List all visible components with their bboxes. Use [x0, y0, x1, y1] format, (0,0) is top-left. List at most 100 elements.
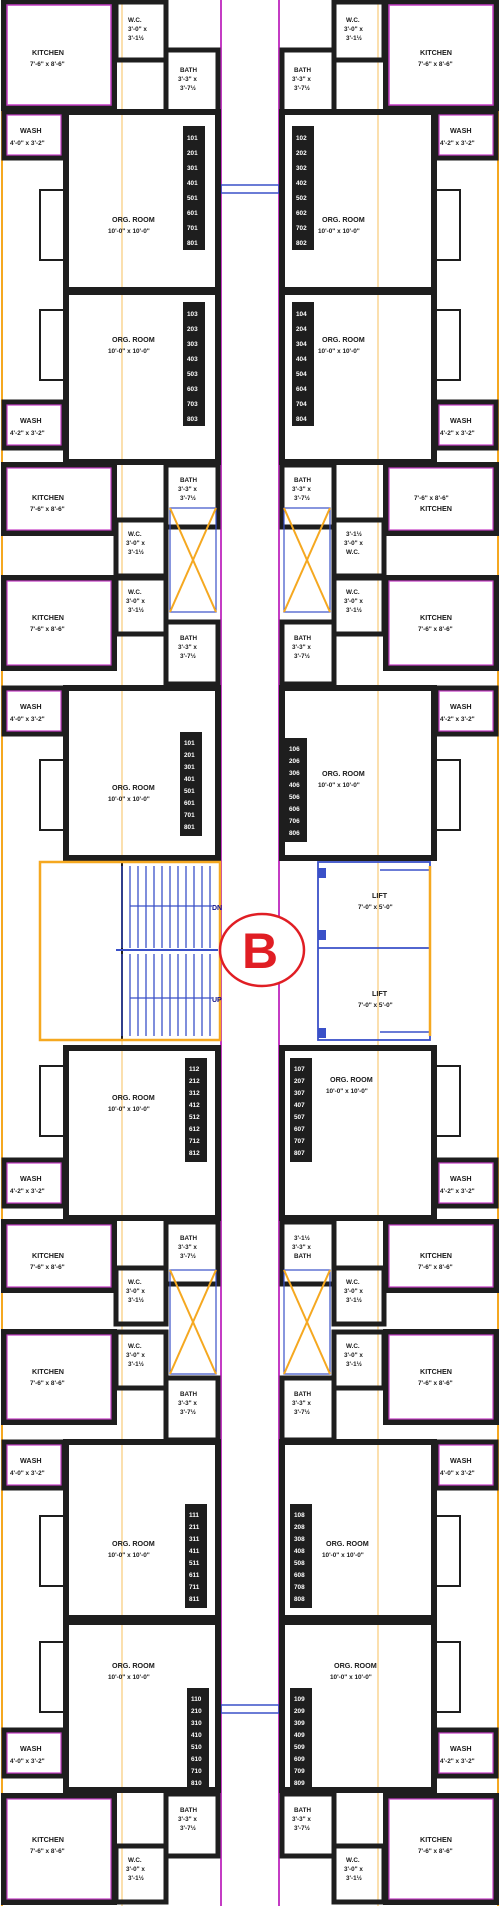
svg-text:112: 112: [189, 1066, 200, 1073]
lift-core: LIFT 7'-0" x 5'-0" LIFT 7'-0" x 5'-0": [317, 861, 432, 1041]
svg-text:KITCHEN: KITCHEN: [420, 1367, 452, 1376]
svg-text:WASH: WASH: [20, 1174, 42, 1183]
svg-text:BATH: BATH: [180, 635, 197, 642]
svg-text:3'-0" x: 3'-0" x: [126, 598, 145, 605]
svg-text:508: 508: [294, 1560, 305, 1567]
stair-up-label: UP: [212, 997, 222, 1004]
bath-dim: 3'-3" x: [178, 76, 197, 83]
svg-text:3'-1½: 3'-1½: [346, 606, 362, 614]
wc-dim: 3'-0" x: [128, 26, 147, 33]
left-org-room-r4: ORG. ROOM 10'-0" x 10'-0" 112 212 312 41…: [39, 1045, 221, 1221]
svg-text:W.C.: W.C.: [128, 1857, 142, 1864]
svg-text:ORG. ROOM: ORG. ROOM: [322, 215, 365, 224]
svg-text:WASH: WASH: [450, 1744, 472, 1753]
left-wc-r3b: W.C. 3'-0" x 3'-1½: [113, 575, 169, 637]
svg-text:304: 304: [296, 341, 307, 348]
svg-text:802: 802: [296, 240, 307, 247]
svg-text:4'-0" x 3'-2": 4'-0" x 3'-2": [10, 716, 45, 723]
right-wc-r3b: W.C. 3'-0" x 3'-1½: [331, 575, 387, 637]
svg-text:702: 702: [296, 225, 307, 232]
svg-text:204: 204: [296, 326, 307, 333]
bath-dim2: 3'-7½: [180, 84, 196, 92]
svg-text:W.C.: W.C.: [346, 589, 360, 596]
left-wc-r4b: W.C. 3'-0" x 3'-1½: [113, 1329, 169, 1391]
svg-text:10'-0" x 10'-0": 10'-0" x 10'-0": [322, 1552, 364, 1559]
svg-text:3'-0" x: 3'-0" x: [344, 1288, 363, 1295]
wc-label: W.C.: [128, 17, 142, 24]
svg-text:3'-1½: 3'-1½: [346, 34, 362, 42]
svg-text:606: 606: [289, 806, 300, 813]
svg-text:511: 511: [189, 1560, 200, 1567]
svg-text:10'-0" x 10'-0": 10'-0" x 10'-0": [318, 782, 360, 789]
unit-numbers-left-r3: 101 201 301 401 501 601 701 801: [184, 740, 195, 831]
svg-text:502: 502: [296, 195, 307, 202]
svg-text:711: 711: [189, 1584, 200, 1591]
svg-text:3'-3" x: 3'-3" x: [292, 1400, 311, 1407]
svg-text:801: 801: [184, 824, 195, 831]
right-org-room-r5: ORG. ROOM 10'-0" x 10'-0" 108 208 308 40…: [279, 1439, 461, 1621]
svg-text:BATH: BATH: [294, 1391, 311, 1398]
wc-dim2: 3'-1½: [128, 34, 144, 42]
stair-down-label: DN: [212, 905, 222, 912]
svg-text:WASH: WASH: [20, 1456, 42, 1465]
svg-text:103: 103: [187, 311, 198, 318]
svg-text:10'-0" x 10'-0": 10'-0" x 10'-0": [108, 1106, 150, 1113]
svg-text:604: 604: [296, 386, 307, 393]
shaft-right-r3: [283, 507, 331, 613]
svg-text:3'-1½: 3'-1½: [346, 530, 362, 538]
svg-text:3'-3" x: 3'-3" x: [178, 486, 197, 493]
svg-text:401: 401: [187, 180, 198, 187]
lift-label: LIFT: [372, 891, 388, 900]
svg-text:3'-0" x: 3'-0" x: [344, 598, 363, 605]
svg-text:W.C.: W.C.: [128, 1343, 142, 1350]
svg-text:708: 708: [294, 1584, 305, 1591]
left-wash-r4: WASH 4'-2" x 3'-2": [1, 1157, 67, 1209]
svg-text:7'-6" x 8'-6": 7'-6" x 8'-6": [30, 1848, 65, 1855]
lift-dim: 7'-0" x 5'-0": [358, 904, 393, 911]
svg-text:601: 601: [184, 800, 195, 807]
wash-label: WASH: [20, 126, 42, 135]
svg-text:3'-3" x: 3'-3" x: [292, 1244, 311, 1251]
svg-text:208: 208: [294, 1524, 305, 1531]
svg-text:307: 307: [294, 1090, 305, 1097]
svg-text:403: 403: [187, 356, 198, 363]
svg-text:7'-6" x 8'-6": 7'-6" x 8'-6": [418, 1848, 453, 1855]
svg-text:111: 111: [189, 1512, 199, 1519]
right-bath-r4: 3'-1½ 3'-3" x BATH: [279, 1219, 337, 1287]
svg-text:BATH: BATH: [294, 635, 311, 642]
right-wc-r4: W.C. 3'-0" x 3'-1½: [331, 1265, 387, 1327]
svg-text:412: 412: [189, 1102, 200, 1109]
left-org-room-r6: ORG. ROOM 10'-0" x 10'-0" 110 210 310 41…: [39, 1619, 221, 1793]
svg-text:3'-3" x: 3'-3" x: [292, 76, 311, 83]
svg-text:3'-0" x: 3'-0" x: [344, 1866, 363, 1873]
svg-text:3'-0" x: 3'-0" x: [344, 1352, 363, 1359]
svg-text:804: 804: [296, 416, 307, 423]
svg-text:3'-7½: 3'-7½: [294, 494, 310, 502]
svg-text:3'-3" x: 3'-3" x: [178, 1816, 197, 1823]
svg-text:303: 303: [187, 341, 198, 348]
left-wc-r7: W.C. 3'-0" x 3'-1½: [113, 1843, 169, 1905]
svg-text:501: 501: [187, 195, 198, 202]
svg-text:301: 301: [187, 165, 198, 172]
kitchen-label: KITCHEN: [420, 48, 452, 57]
org-room-dim: 10'-0" x 10'-0": [108, 228, 150, 235]
right-kitchen-r4: KITCHEN 7'-6" x 8'-6": [383, 1219, 499, 1293]
svg-text:3'-0" x: 3'-0" x: [126, 1866, 145, 1873]
svg-text:3'-0" x: 3'-0" x: [126, 1288, 145, 1295]
svg-text:611: 611: [189, 1572, 200, 1579]
svg-text:KITCHEN: KITCHEN: [32, 613, 64, 622]
svg-text:809: 809: [294, 1780, 305, 1787]
svg-text:4'-0" x 3'-2": 4'-0" x 3'-2": [440, 1470, 475, 1477]
svg-text:7'-6" x 8'-6": 7'-6" x 8'-6": [30, 1380, 65, 1387]
unit-numbers-left-r5: 111 211 311 411 511 611 711 811: [189, 1512, 200, 1603]
lift-label: LIFT: [372, 989, 388, 998]
left-wc-r4: W.C. 3'-0" x 3'-1½: [113, 1265, 169, 1327]
svg-text:ORG. ROOM: ORG. ROOM: [112, 1661, 155, 1670]
svg-text:BATH: BATH: [294, 477, 311, 484]
svg-text:KITCHEN: KITCHEN: [32, 1367, 64, 1376]
svg-text:212: 212: [189, 1078, 200, 1085]
svg-text:609: 609: [294, 1756, 305, 1763]
svg-text:10'-0" x 10'-0": 10'-0" x 10'-0": [330, 1674, 372, 1681]
left-org-room-r3: ORG. ROOM 10'-0" x 10'-0" 101 201 301 40…: [39, 685, 221, 861]
unit-numbers-right-r3: 106 206 306 406 506 606 706 806: [289, 746, 300, 837]
